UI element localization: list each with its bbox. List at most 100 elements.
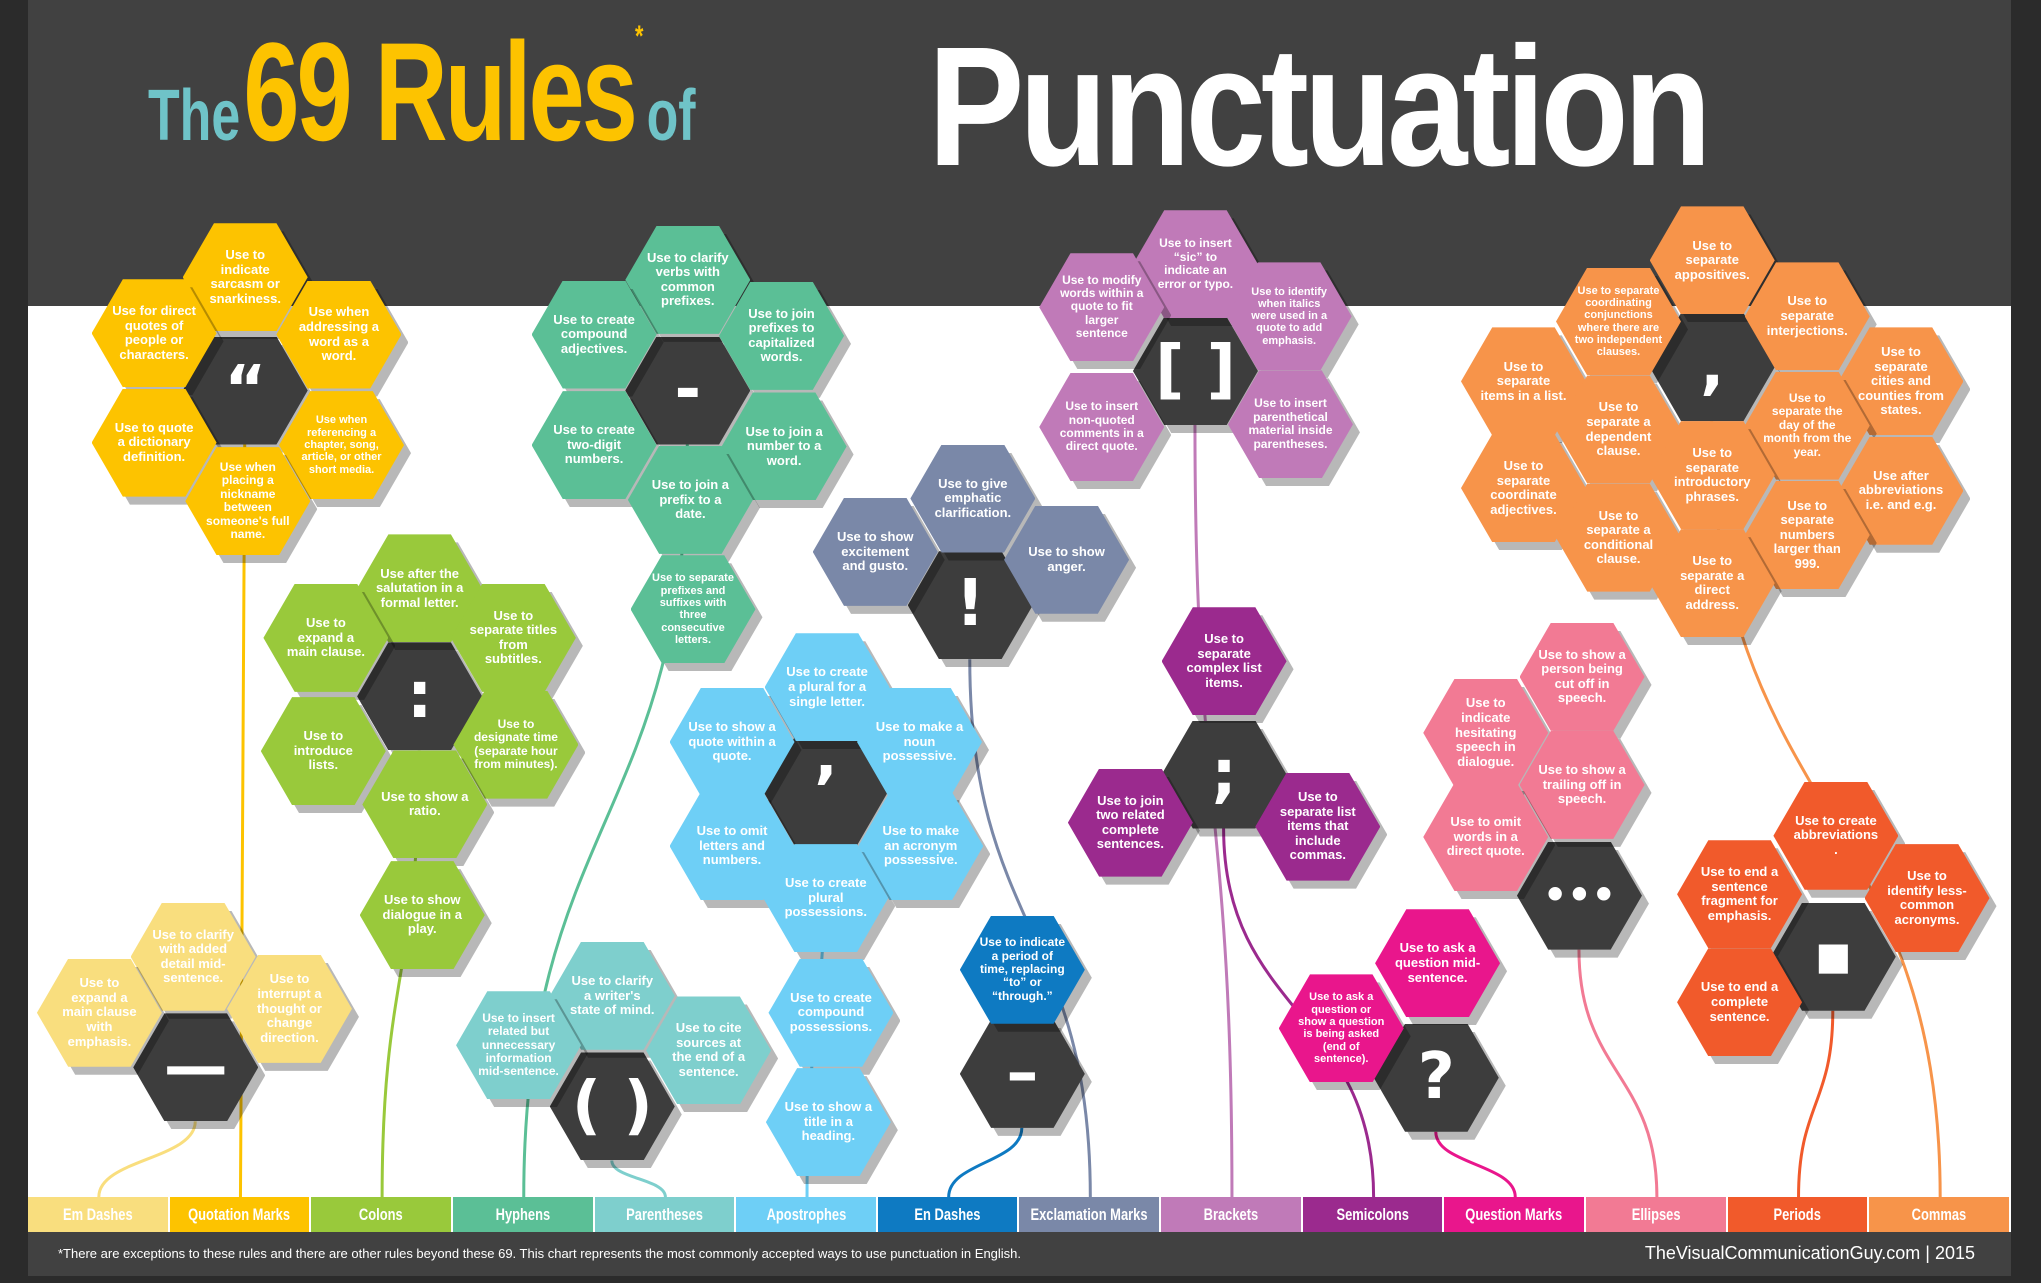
quotation-marks-rule: Use to quote a dictionary definition. bbox=[114, 419, 194, 464]
ellipses-symbol-icon: ••• bbox=[1516, 841, 1642, 950]
quotation-marks-rule-hex: Use when referencing a chapter, song, ar… bbox=[279, 391, 405, 500]
legend-label: Brackets bbox=[1203, 1204, 1259, 1224]
hyphens-rule: Use to create two-digit numbers. bbox=[553, 422, 635, 467]
quotation-marks-rule: Use when referencing a chapter, song, ar… bbox=[301, 414, 382, 476]
colons-rule: Use to expand a main clause. bbox=[286, 615, 365, 660]
hyphens-rule: Use to join a number to a word. bbox=[745, 423, 823, 468]
semicolons-rule-hex: Use to separate list items that include … bbox=[1255, 772, 1381, 881]
commas-rule: Use to separate coordinating conjunction… bbox=[1574, 284, 1663, 359]
commas-rule: Use to separate introductory phrases. bbox=[1673, 445, 1751, 504]
exclamation-marks-rule: Use to give emphatic clarification. bbox=[934, 475, 1012, 520]
apostrophes-rule: Use to make a noun possessive. bbox=[875, 719, 964, 764]
title: The 69 Rules* of bbox=[148, 22, 696, 162]
ellipses-rule: Use to omit words in a direct quote. bbox=[1446, 814, 1525, 859]
ellipses-rule: Use to show a person being cut off in sp… bbox=[1538, 646, 1626, 706]
commas-rule: Use to separate interjections. bbox=[1766, 293, 1848, 338]
commas-rule: Use to separate appositives. bbox=[1674, 237, 1750, 282]
periods-symbol-icon: ■ bbox=[1770, 902, 1896, 1011]
commas-rule-hex: Use to separate coordinating conjunction… bbox=[1556, 267, 1681, 376]
title-asterisk: * bbox=[634, 20, 644, 53]
commas-rule: Use to separate a direct address. bbox=[1680, 553, 1745, 612]
hyphens-rule: Use to clarify verbs with common prefixe… bbox=[646, 249, 729, 309]
legend-quotation-marks: Quotation Marks bbox=[169, 1197, 312, 1232]
periods-rule: Use to create abbreviations. bbox=[1793, 812, 1879, 857]
footnote: *There are exceptions to these rules and… bbox=[58, 1246, 1022, 1261]
legend-label: Periods bbox=[1773, 1204, 1822, 1224]
question-marks-rule: Use to ask a question or show a question… bbox=[1298, 991, 1385, 1065]
ellipses-rule-hex: Use to show a trailing off in speech. bbox=[1519, 730, 1645, 839]
big-title: Punctuation bbox=[928, 12, 1712, 202]
exclamation-marks-rule: Use to show anger. bbox=[1028, 544, 1105, 574]
commas-rule-hex: Use to separate items in a list. bbox=[1460, 327, 1586, 436]
semicolons-rule-hex: Use to join two related complete sentenc… bbox=[1067, 768, 1193, 877]
connector-em-dashes bbox=[97, 1121, 197, 1198]
apostrophes-rule: Use to show a quote within a quote. bbox=[688, 719, 776, 764]
legend-label: Colons bbox=[359, 1204, 403, 1224]
ellipses-rule-hex: Use to omit words in a direct quote. bbox=[1423, 782, 1549, 891]
colons-rule: Use to show dialogue in a play. bbox=[382, 892, 462, 937]
legend-label: Commas bbox=[1911, 1204, 1967, 1224]
legend-parentheses: Parentheses bbox=[594, 1197, 737, 1232]
connector-parentheses bbox=[610, 1160, 667, 1198]
semicolons-rule: Use to join two related complete sentenc… bbox=[1096, 792, 1165, 852]
apostrophes-rule: Use to create a plural for a single lett… bbox=[786, 664, 868, 709]
semicolons-rule: Use to separate list items that include … bbox=[1279, 789, 1356, 863]
periods-rule-hex: Use to create abbreviations. bbox=[1773, 781, 1899, 890]
colons-rule-hex: Use to introduce lists. bbox=[260, 697, 386, 806]
semicolons-rule: Use to separate complex list items. bbox=[1186, 631, 1262, 690]
quotation-marks-rule-hex: Use when addressing a word as a word. bbox=[276, 280, 402, 389]
colons-rule: Use after the salutation in a formal let… bbox=[375, 565, 464, 610]
apostrophes-rule: Use to show a title in a heading. bbox=[784, 1099, 873, 1144]
en-dashes-rule: Use to indicate a period of time, replac… bbox=[979, 935, 1065, 1003]
legend-label: En Dashes bbox=[914, 1204, 981, 1224]
quotation-marks-rule: Use for direct quotes of people or chara… bbox=[112, 303, 196, 362]
brackets-rule-hex: Use to insert non-quoted comments in a d… bbox=[1039, 372, 1165, 481]
connector-periods bbox=[1797, 1010, 1835, 1198]
commas-rule-hex: Use to separate coordinate adjectives. bbox=[1460, 434, 1586, 543]
legend-label: Ellipses bbox=[1631, 1204, 1681, 1224]
exclamation-marks-rule: Use to show excitement and gusto. bbox=[836, 529, 914, 574]
legend-label: Em Dashes bbox=[62, 1204, 133, 1224]
periods-rule: Use to identify less-common acronyms. bbox=[1887, 868, 1967, 927]
colons-rule: Use to introduce lists. bbox=[293, 728, 353, 773]
quotation-marks-rule: Use when addressing a word as a word. bbox=[298, 304, 380, 364]
commas-rule-hex: Use to separate introductory phrases. bbox=[1649, 421, 1775, 530]
title-the: The bbox=[148, 76, 241, 156]
commas-rule: Use to separate a dependent clause. bbox=[1585, 399, 1652, 459]
ellipses-rule: Use to indicate hesitating speech in dia… bbox=[1455, 695, 1517, 769]
periods-rule: Use to end a sentence fragment for empha… bbox=[1700, 864, 1779, 923]
brackets-rule: Use to insert non-quoted comments in a d… bbox=[1059, 399, 1144, 454]
commas-rule-hex: Use to separate appositives. bbox=[1649, 206, 1775, 315]
periods-rule-hex: Use to identify less-common acronyms. bbox=[1864, 844, 1990, 953]
parentheses-rule: Use to insert related but unnecessary in… bbox=[478, 1010, 559, 1079]
colons-rule: Use to show a ratio. bbox=[381, 788, 469, 819]
legend-label: Parentheses bbox=[625, 1204, 703, 1224]
em-dashes-rule: Use to clarify with added detail mid-sen… bbox=[152, 926, 234, 986]
commas-rule: Use to separate items in a list. bbox=[1480, 358, 1567, 403]
periods-rule-hex: Use to end a sentence fragment for empha… bbox=[1677, 840, 1803, 949]
commas-rule-hex: Use to separate interjections. bbox=[1744, 262, 1870, 371]
apostrophes-rule: Use to create plural possessions. bbox=[784, 875, 867, 920]
commas-rule: Use to separate the day of the month fro… bbox=[1763, 391, 1852, 459]
ellipses-rule-hex: Use to show a person being cut off in sp… bbox=[1519, 622, 1645, 731]
connector-ellipses bbox=[1577, 949, 1659, 1198]
brackets-rule-hex: Use to modify words within a quote to fi… bbox=[1039, 253, 1165, 362]
legend-ellipses: Ellipses bbox=[1586, 1197, 1728, 1232]
periods-rule-hex: Use to end a complete sentence. bbox=[1677, 948, 1803, 1057]
legend-apostrophes: Apostrophes bbox=[736, 1197, 878, 1232]
footer: *There are exceptions to these rules and… bbox=[28, 1232, 2011, 1276]
question-marks-rule-hex: Use to ask a question mid-sentence. bbox=[1375, 909, 1501, 1018]
quotation-marks-rule: Use to indicate sarcasm or snarkiness. bbox=[209, 247, 281, 306]
parentheses-rule: Use to clarify a writer's state of mind. bbox=[570, 972, 655, 1018]
commas-rule: Use to separate coordinate adjectives. bbox=[1490, 458, 1557, 517]
commas-rule: Use to separate a conditional clause. bbox=[1583, 507, 1654, 567]
colons-rule: Use to separate titles from subtitles. bbox=[469, 607, 558, 667]
title-rules: 69 Rules bbox=[243, 13, 637, 170]
commas-rule: Use after abbreviations i.e. and e.g. bbox=[1858, 467, 1944, 512]
brackets-rule-hex: Use to insert parenthetical material ins… bbox=[1227, 370, 1353, 479]
brackets-symbol-icon: [ ] bbox=[1132, 316, 1258, 425]
question-marks-rule: Use to ask a question mid-sentence. bbox=[1394, 940, 1481, 985]
colons-rule-hex: Use after the salutation in a formal let… bbox=[357, 534, 483, 643]
ellipses-rule-hex: Use to indicate hesitating speech in dia… bbox=[1423, 678, 1549, 787]
